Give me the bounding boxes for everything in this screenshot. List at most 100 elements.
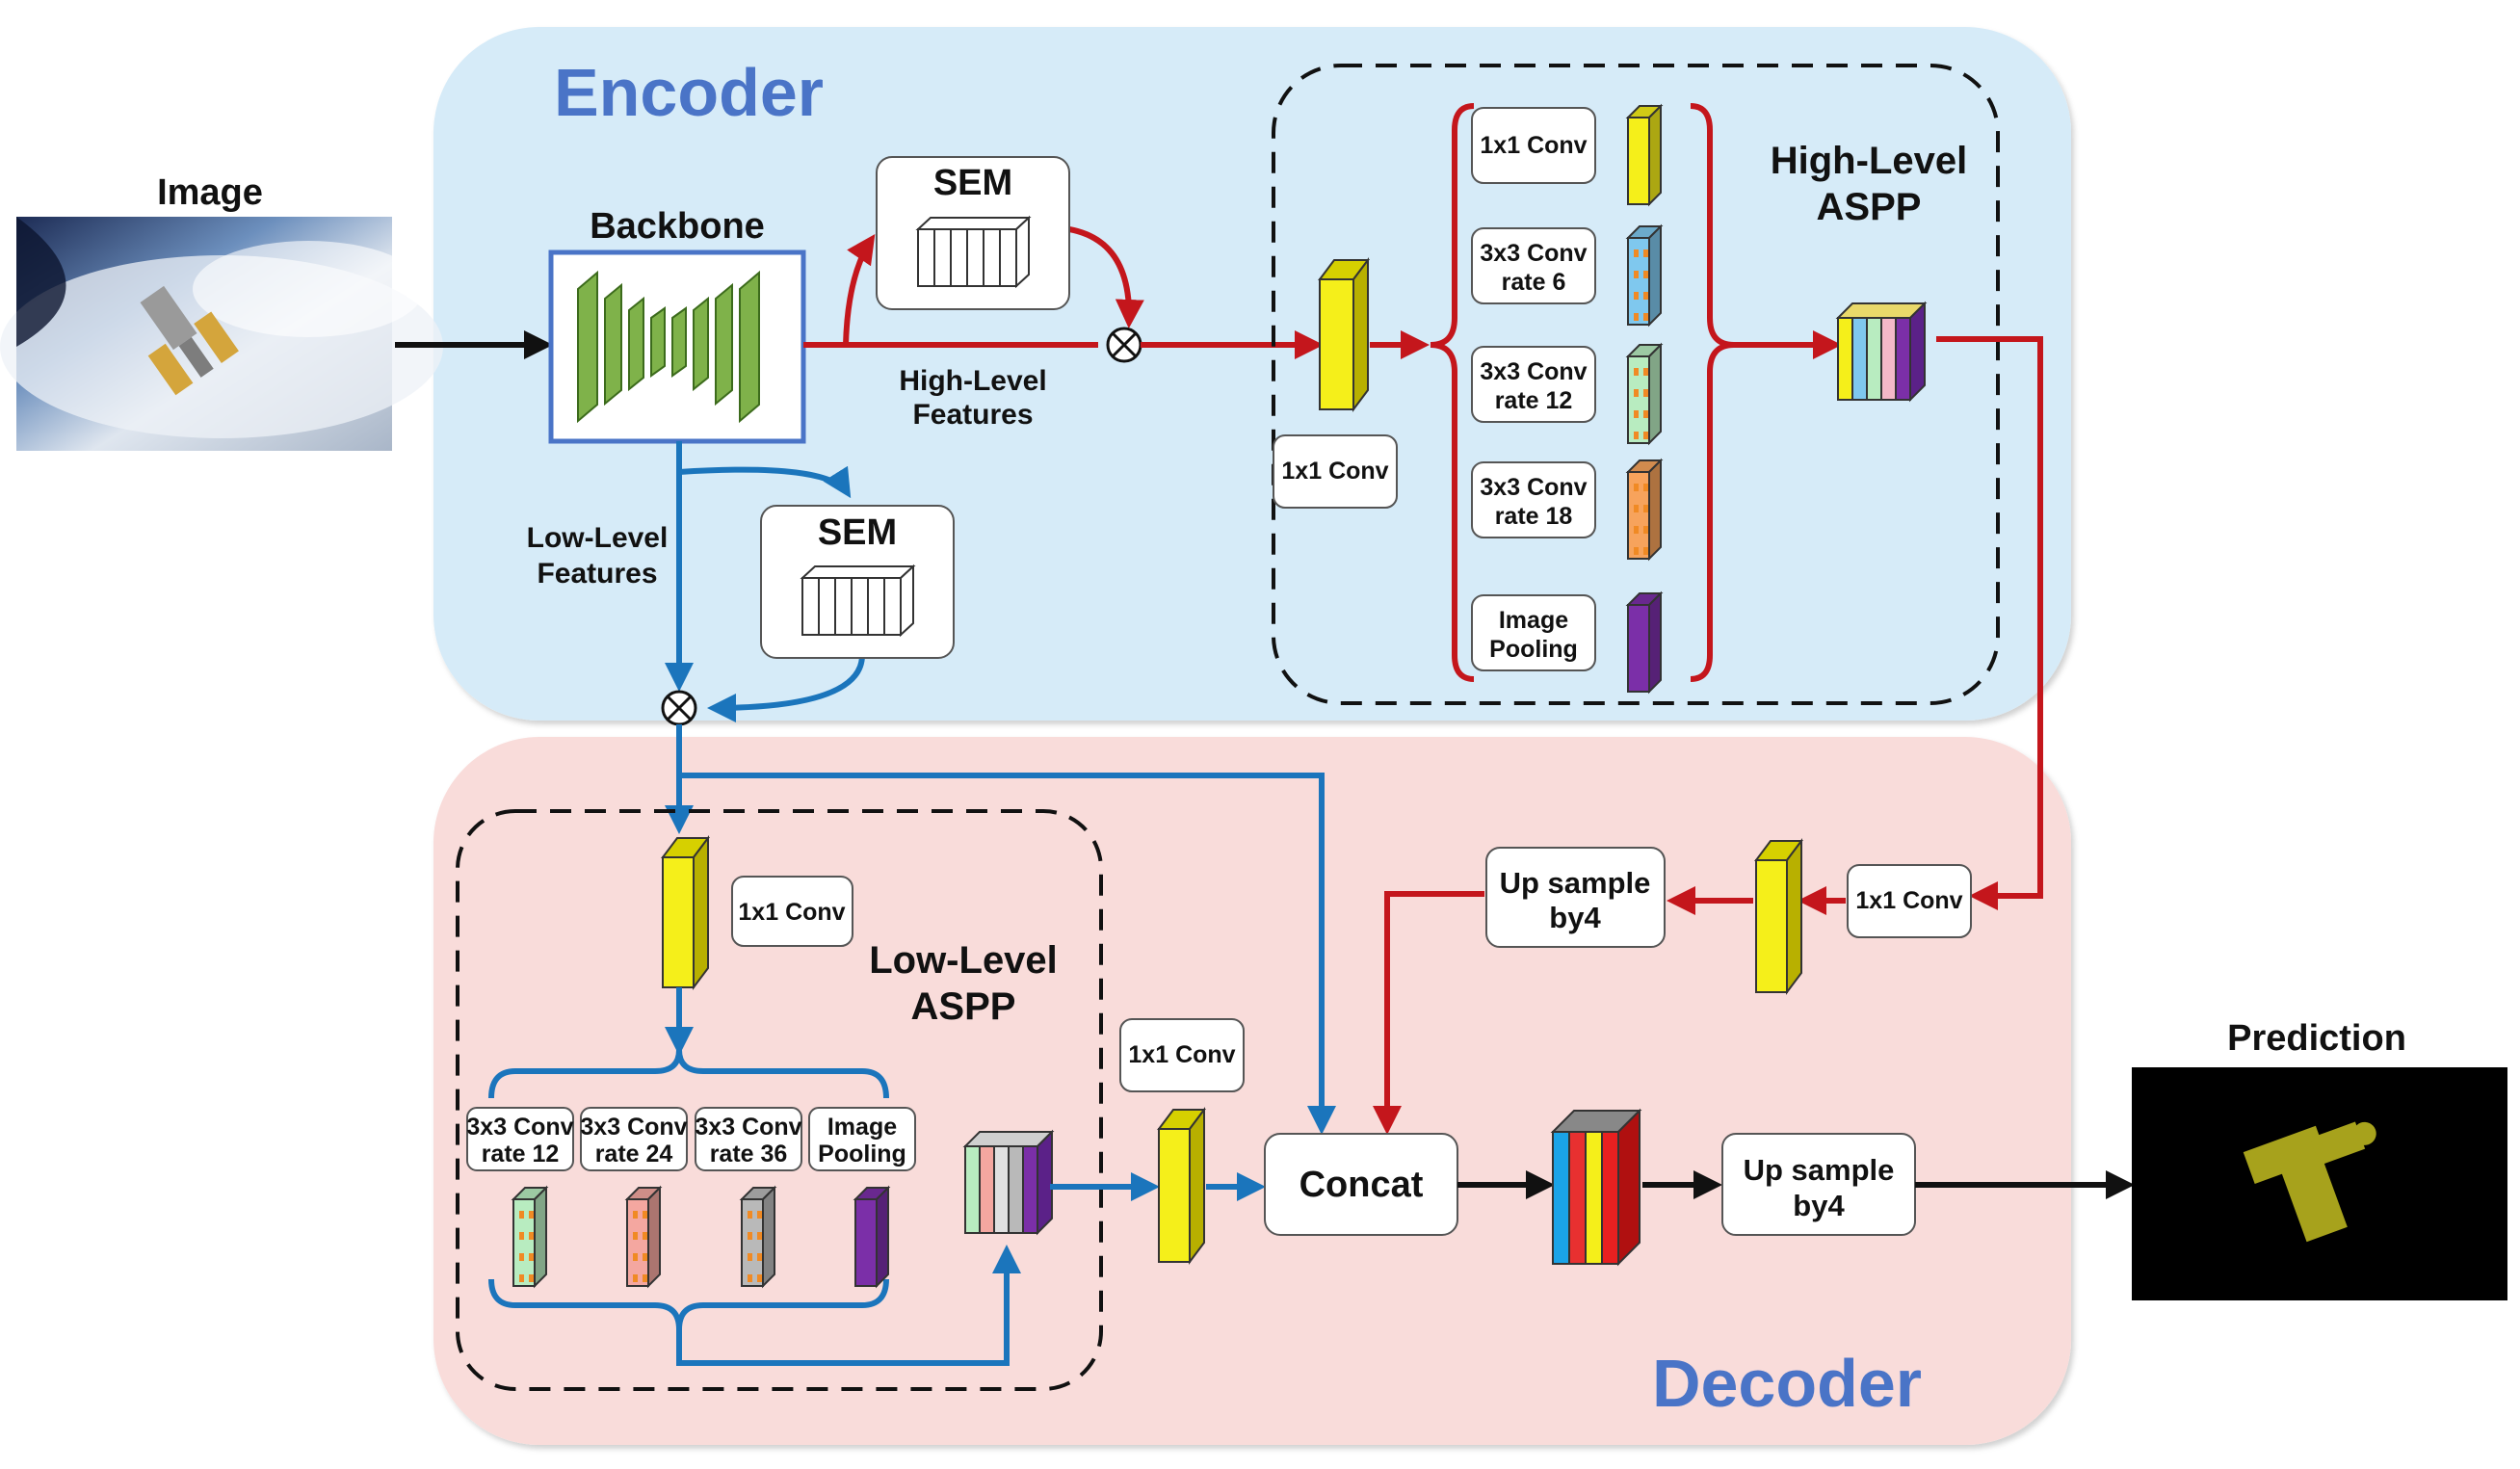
prediction-label: Prediction: [2227, 1018, 2406, 1059]
prediction-mask: [2132, 1067, 2507, 1300]
high-aspp-branch-line2: rate 12: [1495, 387, 1573, 414]
low-aspp-entry-feature: [661, 835, 710, 990]
low-concat-side: [1037, 1129, 1053, 1236]
decoder-title: Decoder: [1652, 1346, 1922, 1421]
high-aspp-branch-line1: 3x3 Conv: [1480, 240, 1587, 267]
low-aspp-branch-box: [808, 1107, 916, 1171]
low-aspp-branch-box: [695, 1107, 802, 1171]
input-image: [0, 217, 443, 451]
low-aspp-branch-line1: 3x3 Conv: [466, 1114, 573, 1141]
high-aspp-left-brace: [1430, 103, 1475, 682]
multiply-node-low: [661, 690, 697, 726]
high-level-features-l1: High-Level: [899, 365, 1046, 397]
high-concat-slice: [1851, 317, 1868, 401]
image-label: Image: [157, 172, 263, 213]
low-aspp-title-l2: ASPP: [911, 985, 1016, 1028]
high-aspp-region: [1272, 64, 2000, 705]
high-aspp-branch-line1: 3x3 Conv: [1480, 474, 1587, 501]
sem-high-branch: [843, 234, 876, 346]
upsample-high-to-concat: [1373, 891, 1484, 1135]
decoder-concat-feature: [1550, 1108, 1642, 1267]
high-aspp-branch-feature: [1625, 590, 1664, 695]
concat-label: Concat: [1299, 1165, 1424, 1205]
low-level-features-l1: Low-Level: [527, 522, 669, 554]
low-concat-slice: [993, 1145, 1010, 1234]
high-aspp-concat-feature: [1835, 301, 1928, 403]
sem-high-return: [1068, 226, 1144, 328]
high-aspp-branch-box: [1471, 107, 1596, 184]
low-concat-slice: [1022, 1145, 1038, 1234]
high-concat-slice: [1880, 317, 1897, 401]
concat-box[interactable]: Concat: [1264, 1133, 1458, 1236]
sem-low-module: SEM: [760, 505, 955, 659]
high-aspp-branch-line2: rate 6: [1502, 269, 1566, 296]
low-aspp-branch-line2: rate 36: [710, 1141, 788, 1167]
high-concat-side: [1909, 301, 1926, 403]
high-concat-slice: [1866, 317, 1882, 401]
low-aspp-concat-feature: [962, 1129, 1055, 1236]
sem-low-return: [707, 654, 865, 722]
high-conv-box: 1x1 Conv: [1847, 864, 1972, 938]
high-aspp-branch-feature: [1625, 103, 1664, 207]
high-aspp-branch-0: 1x1 Conv: [1471, 103, 1664, 207]
high-level-features-l2: Features: [912, 399, 1033, 431]
low-concat-slice: [1008, 1145, 1024, 1234]
high-aspp-title-l1: High-Level: [1771, 140, 1967, 182]
low-aspp-branch-feature: [739, 1185, 777, 1289]
upsample-high-box: Up sample by4: [1485, 847, 1666, 948]
low-aspp-branch-line1: 3x3 Conv: [695, 1114, 801, 1141]
high-aspp-branch-line1: 1x1 Conv: [1480, 132, 1587, 159]
encoder-title: Encoder: [554, 55, 824, 130]
upsample-final-l2: by4: [1793, 1189, 1845, 1222]
low-aspp-branch-line2: rate 24: [595, 1141, 673, 1167]
high-aspp-entry-feature: [1318, 257, 1370, 412]
upsample-final-box[interactable]: Up sample by4: [1721, 1133, 1916, 1236]
high-aspp-branch-line1: 3x3 Conv: [1480, 358, 1587, 385]
low-aspp-branch-feature: [624, 1185, 663, 1289]
sem-high-module: SEM: [876, 156, 1070, 310]
low-aspp-entry-conv: 1x1 Conv: [731, 876, 853, 947]
low-aspp-concat-arrow: [676, 1245, 1021, 1366]
high-aspp-branch-feature: [1625, 342, 1664, 446]
high-concat-slice: [1837, 317, 1853, 401]
low-conv-label: 1x1 Conv: [1128, 1041, 1235, 1068]
low-conv-box: 1x1 Conv: [1119, 1018, 1245, 1092]
high-conv-label: 1x1 Conv: [1855, 887, 1962, 914]
low-aspp-branch-line1: Image: [827, 1114, 897, 1141]
high-aspp-entry-conv: 1x1 Conv: [1273, 434, 1398, 509]
low-aspp-branch-box: [580, 1107, 688, 1171]
low-concat-slice: [964, 1145, 981, 1234]
low-skip-to-concat: [679, 773, 1336, 1135]
backbone-block: [548, 249, 806, 444]
high-aspp-branch-line2: Pooling: [1489, 636, 1578, 663]
low-aspp-branch-line1: 3x3 Conv: [580, 1114, 687, 1141]
sem-low-label: SEM: [818, 512, 897, 553]
low-level-features-l2: Features: [537, 558, 657, 590]
high-aspp-branch-box: [1471, 346, 1596, 423]
multiply-node-high: [1106, 327, 1142, 363]
backbone-label: Backbone: [590, 206, 765, 247]
high-aspp-branch-line2: rate 18: [1495, 503, 1573, 530]
high-aspp-branch-feature: [1625, 458, 1664, 562]
high-aspp-branch-feature: [1625, 223, 1664, 328]
low-conv-feature: [1157, 1107, 1206, 1265]
upsample-final-l1: Up sample: [1744, 1153, 1895, 1187]
low-aspp-title-l1: Low-Level: [869, 939, 1058, 982]
high-aspp-branch-box: [1471, 461, 1596, 538]
low-aspp-branch-line2: rate 12: [482, 1141, 560, 1167]
high-aspp-entry-conv-label: 1x1 Conv: [1281, 458, 1388, 485]
low-aspp-entry-conv-label: 1x1 Conv: [738, 899, 845, 926]
low-aspp-branch-line2: Pooling: [818, 1141, 906, 1167]
low-aspp-branch-box: [466, 1107, 574, 1171]
high-aspp-branch-box: [1471, 594, 1596, 671]
